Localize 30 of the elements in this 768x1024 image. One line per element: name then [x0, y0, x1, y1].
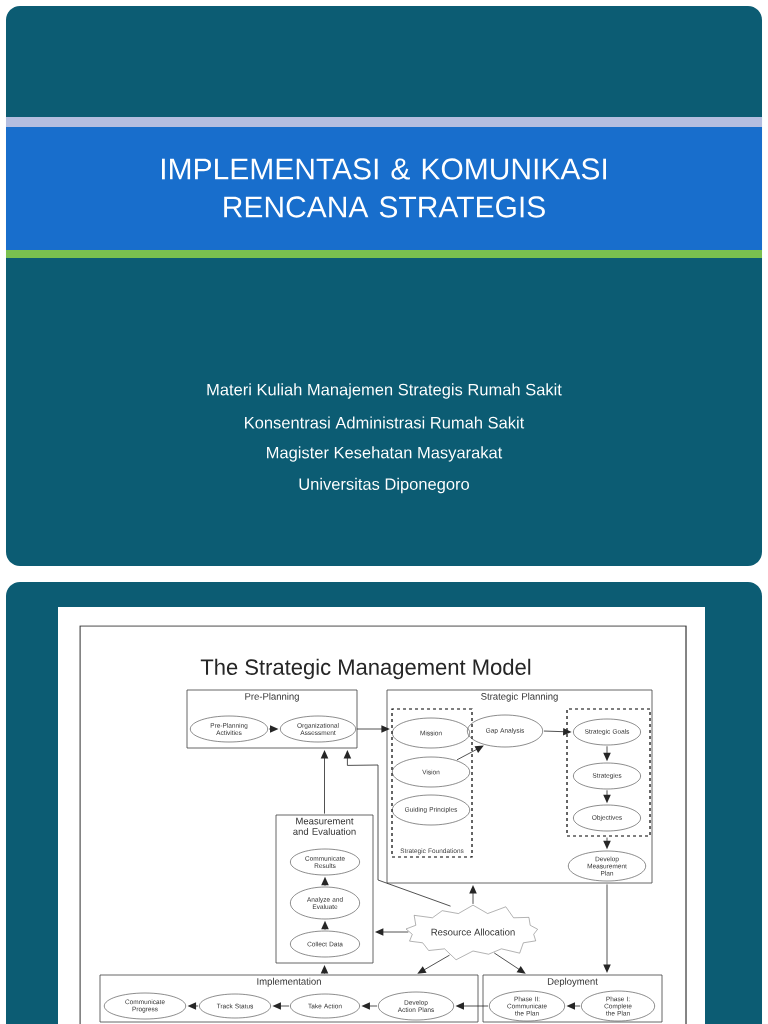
arrow [343, 749, 451, 907]
arrow [493, 952, 526, 974]
subtitle-line: Magister Kesehatan Masyarakat [267, 446, 503, 462]
subtitle-line: Konsentrasi Administrasi Rumah Sakit [245, 416, 525, 429]
arrow [272, 1002, 290, 1010]
arrow [321, 876, 329, 887]
arrow [543, 727, 572, 736]
arrow [320, 749, 329, 814]
diagram-heading: The Strategic Management Model [200, 658, 531, 680]
arrow [456, 745, 484, 761]
arrow [356, 725, 390, 733]
arrow [566, 1002, 581, 1010]
starburst: Resource Allocation [405, 904, 538, 960]
arrow [187, 1002, 199, 1010]
arrow [320, 964, 329, 974]
dashed-frame [566, 708, 651, 837]
subtitle-line: Materi Kuliah Manajemen Strategis Rumah Sakit [207, 383, 562, 399]
arrow [469, 884, 477, 905]
arrow [417, 954, 450, 974]
subtitle-line: Universitas Diponegoro [299, 477, 469, 494]
arrow [603, 789, 611, 804]
arrow [321, 920, 329, 931]
slide-title: IMPLEMENTASI & KOMUNIKASI RENCANA STRATEGIS [162, 158, 606, 218]
arrow [603, 884, 611, 974]
arrow [603, 837, 611, 850]
arrow [455, 1002, 489, 1010]
arrow [361, 1002, 378, 1010]
arrow [374, 928, 409, 936]
arrow [268, 725, 279, 733]
arrow [603, 745, 611, 762]
